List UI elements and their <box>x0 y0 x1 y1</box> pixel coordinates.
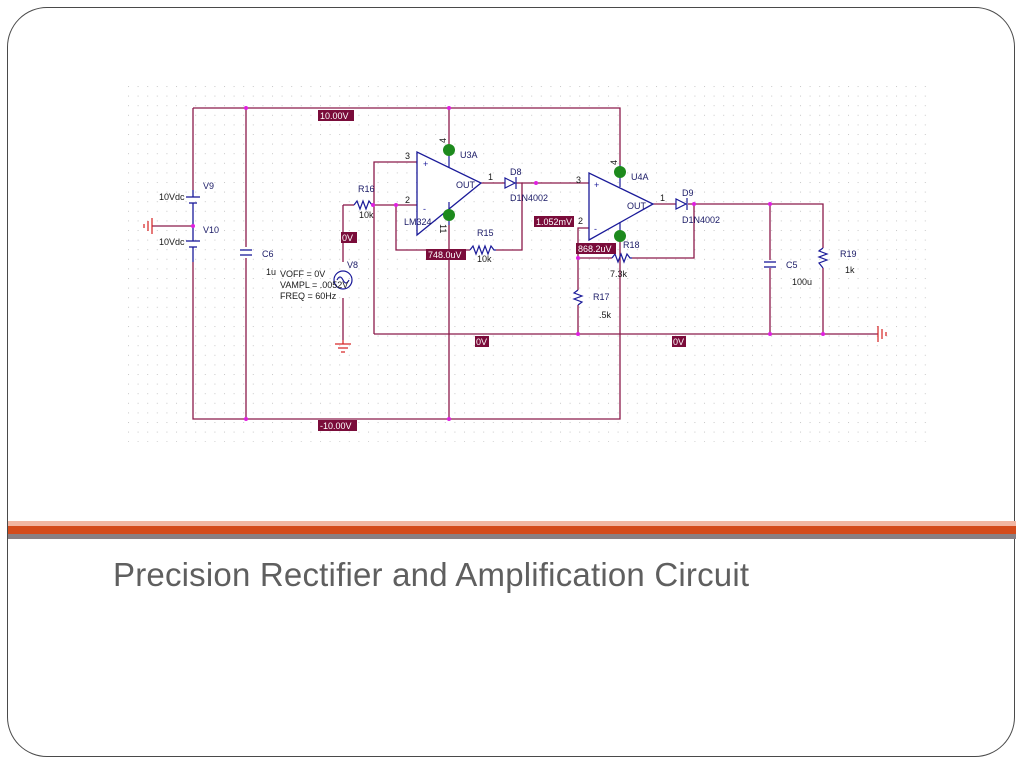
probe-vneg: -10.00V <box>318 420 357 431</box>
svg-text:+: + <box>594 180 599 190</box>
svg-text:0V: 0V <box>476 337 487 347</box>
v8-voff: VOFF = 0V <box>280 269 325 279</box>
svg-text:748.0uV: 748.0uV <box>428 250 462 260</box>
ground-v8-icon <box>335 340 351 353</box>
power-probe-icon <box>614 230 626 242</box>
probe-u3a-minus: 748.0uV <box>426 249 466 260</box>
r18-label: R18 <box>623 240 640 250</box>
v8-freq: FREQ = 60Hz <box>280 291 337 301</box>
c6-value: 1u <box>266 267 276 277</box>
probe-d8-out: 1.052mV <box>534 216 574 227</box>
d9-part: D1N4002 <box>682 215 720 225</box>
diode-d8-icon <box>504 177 517 189</box>
r17-label: R17 <box>593 292 610 302</box>
u4a-out-label: OUT <box>627 201 647 211</box>
schematic-grid <box>128 86 934 442</box>
u4a-pin-out: 1 <box>660 193 665 203</box>
decorative-stripe-light <box>8 521 1016 526</box>
svg-text:0V: 0V <box>342 233 353 243</box>
u3a-pin-plus: 3 <box>405 151 410 161</box>
svg-text:-: - <box>594 224 597 234</box>
u3a-out-label: OUT <box>456 180 476 190</box>
power-probe-icon <box>443 144 455 156</box>
battery-v9-symbol <box>186 190 200 226</box>
d8-label: D8 <box>510 167 522 177</box>
svg-text:868.2uV: 868.2uV <box>578 244 612 254</box>
r19-label: R19 <box>840 249 857 259</box>
resistor-r19-symbol <box>817 247 829 269</box>
v9-value: 10Vdc <box>159 192 185 202</box>
v10-value: 10Vdc <box>159 237 185 247</box>
resistor-r17-symbol <box>572 289 584 306</box>
sine-source-v8-icon <box>333 270 353 290</box>
r16-label: R16 <box>358 184 375 194</box>
probe-vpos: 10.00V <box>318 110 354 121</box>
svg-text:0V: 0V <box>673 337 684 347</box>
power-probe-icon <box>443 209 455 221</box>
c5-label: C5 <box>786 260 798 270</box>
v8-vampl: VAMPL = .0052V <box>280 280 348 290</box>
junctions <box>191 106 825 421</box>
probe-u4a-minus: 868.2uV <box>576 243 616 254</box>
capacitor-c5-symbol <box>764 261 776 268</box>
d8-part: D1N4002 <box>510 193 548 203</box>
probe-gnd-right: 0V <box>672 336 686 347</box>
r15-label: R15 <box>477 228 494 238</box>
svg-text:-10.00V: -10.00V <box>320 421 352 431</box>
decorative-stripe-accent <box>8 526 1016 534</box>
r15-value: 10k <box>477 254 492 264</box>
u4a-label: U4A <box>631 172 649 182</box>
r18-value: 7.3k <box>610 269 628 279</box>
opamp-u4a-symbol: + - <box>588 165 655 242</box>
r19-value: 1k <box>845 265 855 275</box>
u4a-pin-plus: 3 <box>576 175 581 185</box>
v10-label: V10 <box>203 225 219 235</box>
u3a-pin-vee: 11 <box>438 224 448 233</box>
svg-text:+: + <box>423 159 428 169</box>
v9-label: V9 <box>203 181 214 191</box>
slide-title: Precision Rectifier and Amplification Ci… <box>113 556 750 593</box>
resistor-r15-symbol <box>469 244 496 256</box>
probe-gnd-left: 0V <box>475 336 489 347</box>
u3a-label: U3A <box>460 150 478 160</box>
svg-text:10.00V: 10.00V <box>320 111 349 121</box>
svg-text:-: - <box>423 204 426 214</box>
u4a-pin-vcc: 4 <box>609 160 619 165</box>
u4a-pin-minus: 2 <box>578 216 583 226</box>
c6-label: C6 <box>262 249 274 259</box>
u3a-pin-minus: 2 <box>405 195 410 205</box>
diode-d9-icon <box>675 198 688 210</box>
probe-vin: 0V <box>341 232 357 243</box>
power-probe-icon <box>614 166 626 178</box>
r17-value: .5k <box>599 310 612 320</box>
decorative-stripe-gray <box>8 534 1016 539</box>
ground-left-icon <box>143 218 153 234</box>
v8-label: V8 <box>347 260 358 270</box>
d9-label: D9 <box>682 188 694 198</box>
opamp-u3a-symbol: + - <box>416 144 483 237</box>
c5-value: 100u <box>792 277 812 287</box>
u3a-pin-vcc: 4 <box>438 138 448 143</box>
u3a-part: LM324 <box>404 217 432 227</box>
r16-value: 10k <box>359 210 374 220</box>
battery-v10-symbol <box>186 226 200 262</box>
svg-text:1.052mV: 1.052mV <box>536 217 572 227</box>
u3a-pin-out: 1 <box>488 172 493 182</box>
capacitor-c6-symbol <box>240 249 252 256</box>
ground-right-icon <box>877 326 887 342</box>
resistor-r18-symbol <box>611 252 632 264</box>
